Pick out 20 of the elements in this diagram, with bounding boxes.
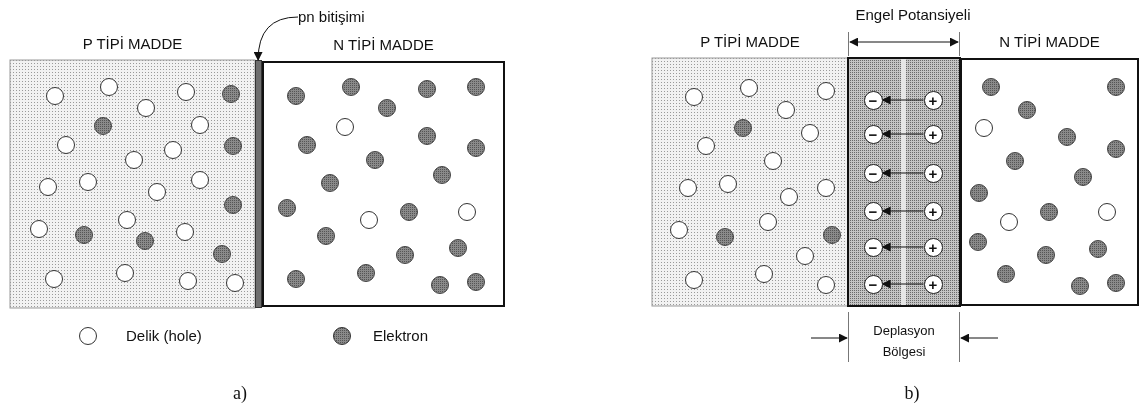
region-heading: P TİPİ MADDE — [700, 32, 800, 52]
panel-label: b) — [903, 382, 921, 405]
leader-line — [253, 16, 299, 61]
arrow — [881, 242, 924, 252]
legend-text: Delik (hole) — [126, 326, 202, 346]
depletion-region — [848, 58, 960, 306]
callout-text: pn bitişimi — [298, 6, 394, 28]
arrow — [881, 206, 924, 216]
arrow — [881, 168, 924, 178]
region-heading: N TİPİ MADDE — [333, 35, 434, 55]
junction-strip — [255, 60, 262, 308]
dimension-label: Deplasyon Bölgesi — [872, 322, 936, 361]
region-heading: N TİPİ MADDE — [999, 32, 1100, 52]
arrow — [881, 95, 924, 105]
dimension-label: Engel Potansiyeli — [854, 5, 972, 25]
region-heading: P TİPİ MADDE — [82, 34, 183, 54]
arrow — [881, 129, 924, 139]
arrow — [881, 279, 924, 289]
panel-label: a) — [232, 382, 248, 405]
legend-text: Elektron — [373, 326, 429, 346]
